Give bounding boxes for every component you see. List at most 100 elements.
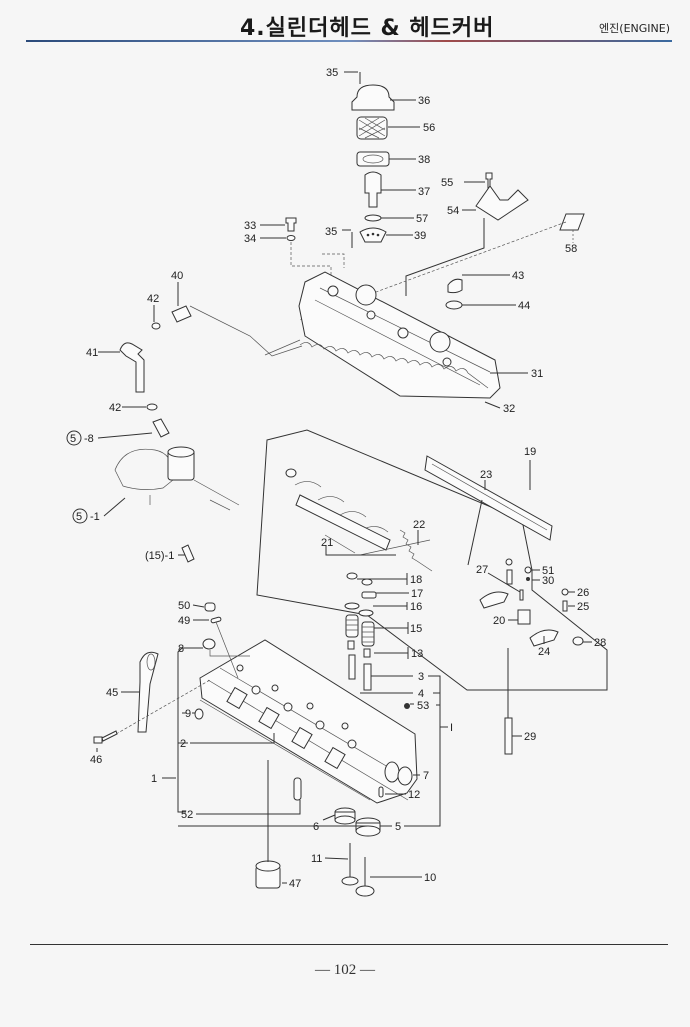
callout-53: 53 bbox=[417, 700, 429, 712]
part-50-plug bbox=[204, 602, 216, 612]
footer-divider bbox=[30, 944, 668, 945]
callout-30: 30 bbox=[542, 575, 554, 587]
callout-15-1: (15)-1 bbox=[145, 550, 174, 562]
callout-39: 39 bbox=[414, 230, 426, 242]
part-22-spring bbox=[399, 529, 433, 572]
callout-23: 23 bbox=[480, 469, 492, 481]
callout-18: 18 bbox=[410, 574, 422, 586]
svg-text:5: 5 bbox=[76, 511, 82, 523]
callout-38: 38 bbox=[418, 154, 430, 166]
page-number: — 102 — bbox=[315, 962, 375, 978]
callout-I: I bbox=[450, 722, 453, 734]
part-26-nut bbox=[561, 588, 569, 596]
part-7-seal bbox=[397, 766, 413, 786]
part-46-bolt bbox=[93, 730, 118, 744]
part-3-guide bbox=[348, 654, 356, 680]
breather-stack bbox=[285, 72, 395, 276]
part-42a-clamp bbox=[151, 322, 161, 330]
callout-47: 47 bbox=[289, 878, 301, 890]
callout-26: 26 bbox=[577, 587, 589, 599]
callout-42a: 42 bbox=[147, 293, 159, 305]
rocker-assembly bbox=[256, 429, 608, 755]
part-4-guide bbox=[363, 663, 372, 691]
part-44-ring bbox=[445, 300, 463, 310]
callout-46: 46 bbox=[90, 754, 102, 766]
callout-57: 57 bbox=[416, 213, 428, 225]
part-51-nut bbox=[524, 566, 532, 574]
callout-25: 25 bbox=[577, 601, 589, 613]
callout-51: 51 bbox=[542, 565, 554, 577]
callout-20: 20 bbox=[493, 615, 505, 627]
svg-text:-8: -8 bbox=[84, 433, 94, 445]
callout-4: 4 bbox=[418, 688, 424, 700]
callout-1: 1 bbox=[151, 773, 157, 785]
callout-10: 10 bbox=[424, 872, 436, 884]
cylinder-head bbox=[93, 602, 418, 804]
part-8-plug bbox=[202, 638, 216, 650]
callout-52: 52 bbox=[181, 809, 193, 821]
callout-2: 2 bbox=[180, 738, 186, 750]
part-12-pin bbox=[378, 786, 384, 798]
callout-54: 54 bbox=[447, 205, 459, 217]
part-23-shaft bbox=[424, 455, 553, 541]
callout-17: 17 bbox=[411, 588, 423, 600]
callout-13: 13 bbox=[411, 648, 423, 660]
callout-33: 33 bbox=[244, 220, 256, 232]
thermostat-housing bbox=[114, 446, 240, 563]
callout-32: 32 bbox=[503, 403, 515, 415]
breather-hoses bbox=[119, 305, 303, 438]
part-15-1-plug bbox=[181, 544, 195, 563]
callout-22: 22 bbox=[413, 519, 425, 531]
callout-58: 58 bbox=[565, 243, 577, 255]
callout-5-8: 5 -8 bbox=[66, 430, 94, 446]
callout-3: 3 bbox=[418, 671, 424, 683]
callout-43: 43 bbox=[512, 270, 524, 282]
part-25-pin bbox=[562, 600, 568, 612]
part-52-dowel bbox=[293, 777, 302, 801]
part-15-spring-a bbox=[345, 614, 359, 638]
callout-5: 5 bbox=[395, 821, 401, 833]
part-29-pushrod bbox=[504, 717, 513, 755]
callout-44: 44 bbox=[518, 300, 530, 312]
callout-29: 29 bbox=[524, 731, 536, 743]
callout-12: 12 bbox=[408, 789, 420, 801]
part-20-bracket bbox=[517, 609, 531, 625]
valves bbox=[255, 760, 381, 897]
part-40-hose bbox=[171, 305, 192, 323]
part-36-cap bbox=[351, 84, 395, 111]
part-21-rockers bbox=[294, 481, 389, 533]
callout-6: 6 bbox=[313, 821, 319, 833]
callout-16: 16 bbox=[410, 601, 422, 613]
part-43-cap bbox=[447, 278, 463, 294]
part-57-oring bbox=[364, 214, 382, 222]
part-28-ring bbox=[572, 636, 584, 646]
callout-35: 35 bbox=[326, 67, 338, 79]
part-42b-clamp bbox=[146, 403, 158, 411]
header-divider bbox=[26, 40, 672, 42]
page-title: 4.실린더헤드 & 헤드커버 bbox=[240, 16, 495, 41]
section-label: 엔진(ENGINE) bbox=[599, 22, 670, 35]
svg-text:5: 5 bbox=[70, 433, 76, 445]
part-58-label bbox=[559, 213, 585, 231]
callout-31: 31 bbox=[531, 368, 543, 380]
callout-19: 19 bbox=[524, 446, 536, 458]
callout-8: 8 bbox=[178, 643, 184, 655]
part-10-valve bbox=[355, 885, 375, 897]
callout-49: 49 bbox=[178, 615, 190, 627]
part-9-plug bbox=[194, 708, 204, 720]
head-cover bbox=[264, 271, 501, 399]
callout-9: 9 bbox=[185, 708, 191, 720]
part-33-plug bbox=[285, 217, 297, 232]
callout-55: 55 bbox=[441, 177, 453, 189]
part-5-8-pipe bbox=[152, 418, 170, 438]
callout-21: 21 bbox=[321, 537, 333, 549]
callout-45: 45 bbox=[106, 687, 118, 699]
callout-41: 41 bbox=[86, 347, 98, 359]
callout-36: 36 bbox=[418, 95, 430, 107]
part-53-plug bbox=[404, 703, 410, 709]
callout-labels: 35 36 56 38 37 57 35 39 33 34 55 54 58 4… bbox=[66, 67, 606, 890]
part-41-hose bbox=[119, 342, 145, 393]
svg-text:-1: -1 bbox=[90, 511, 100, 523]
callout-28: 28 bbox=[594, 637, 606, 649]
part-32-gasket bbox=[299, 342, 489, 389]
